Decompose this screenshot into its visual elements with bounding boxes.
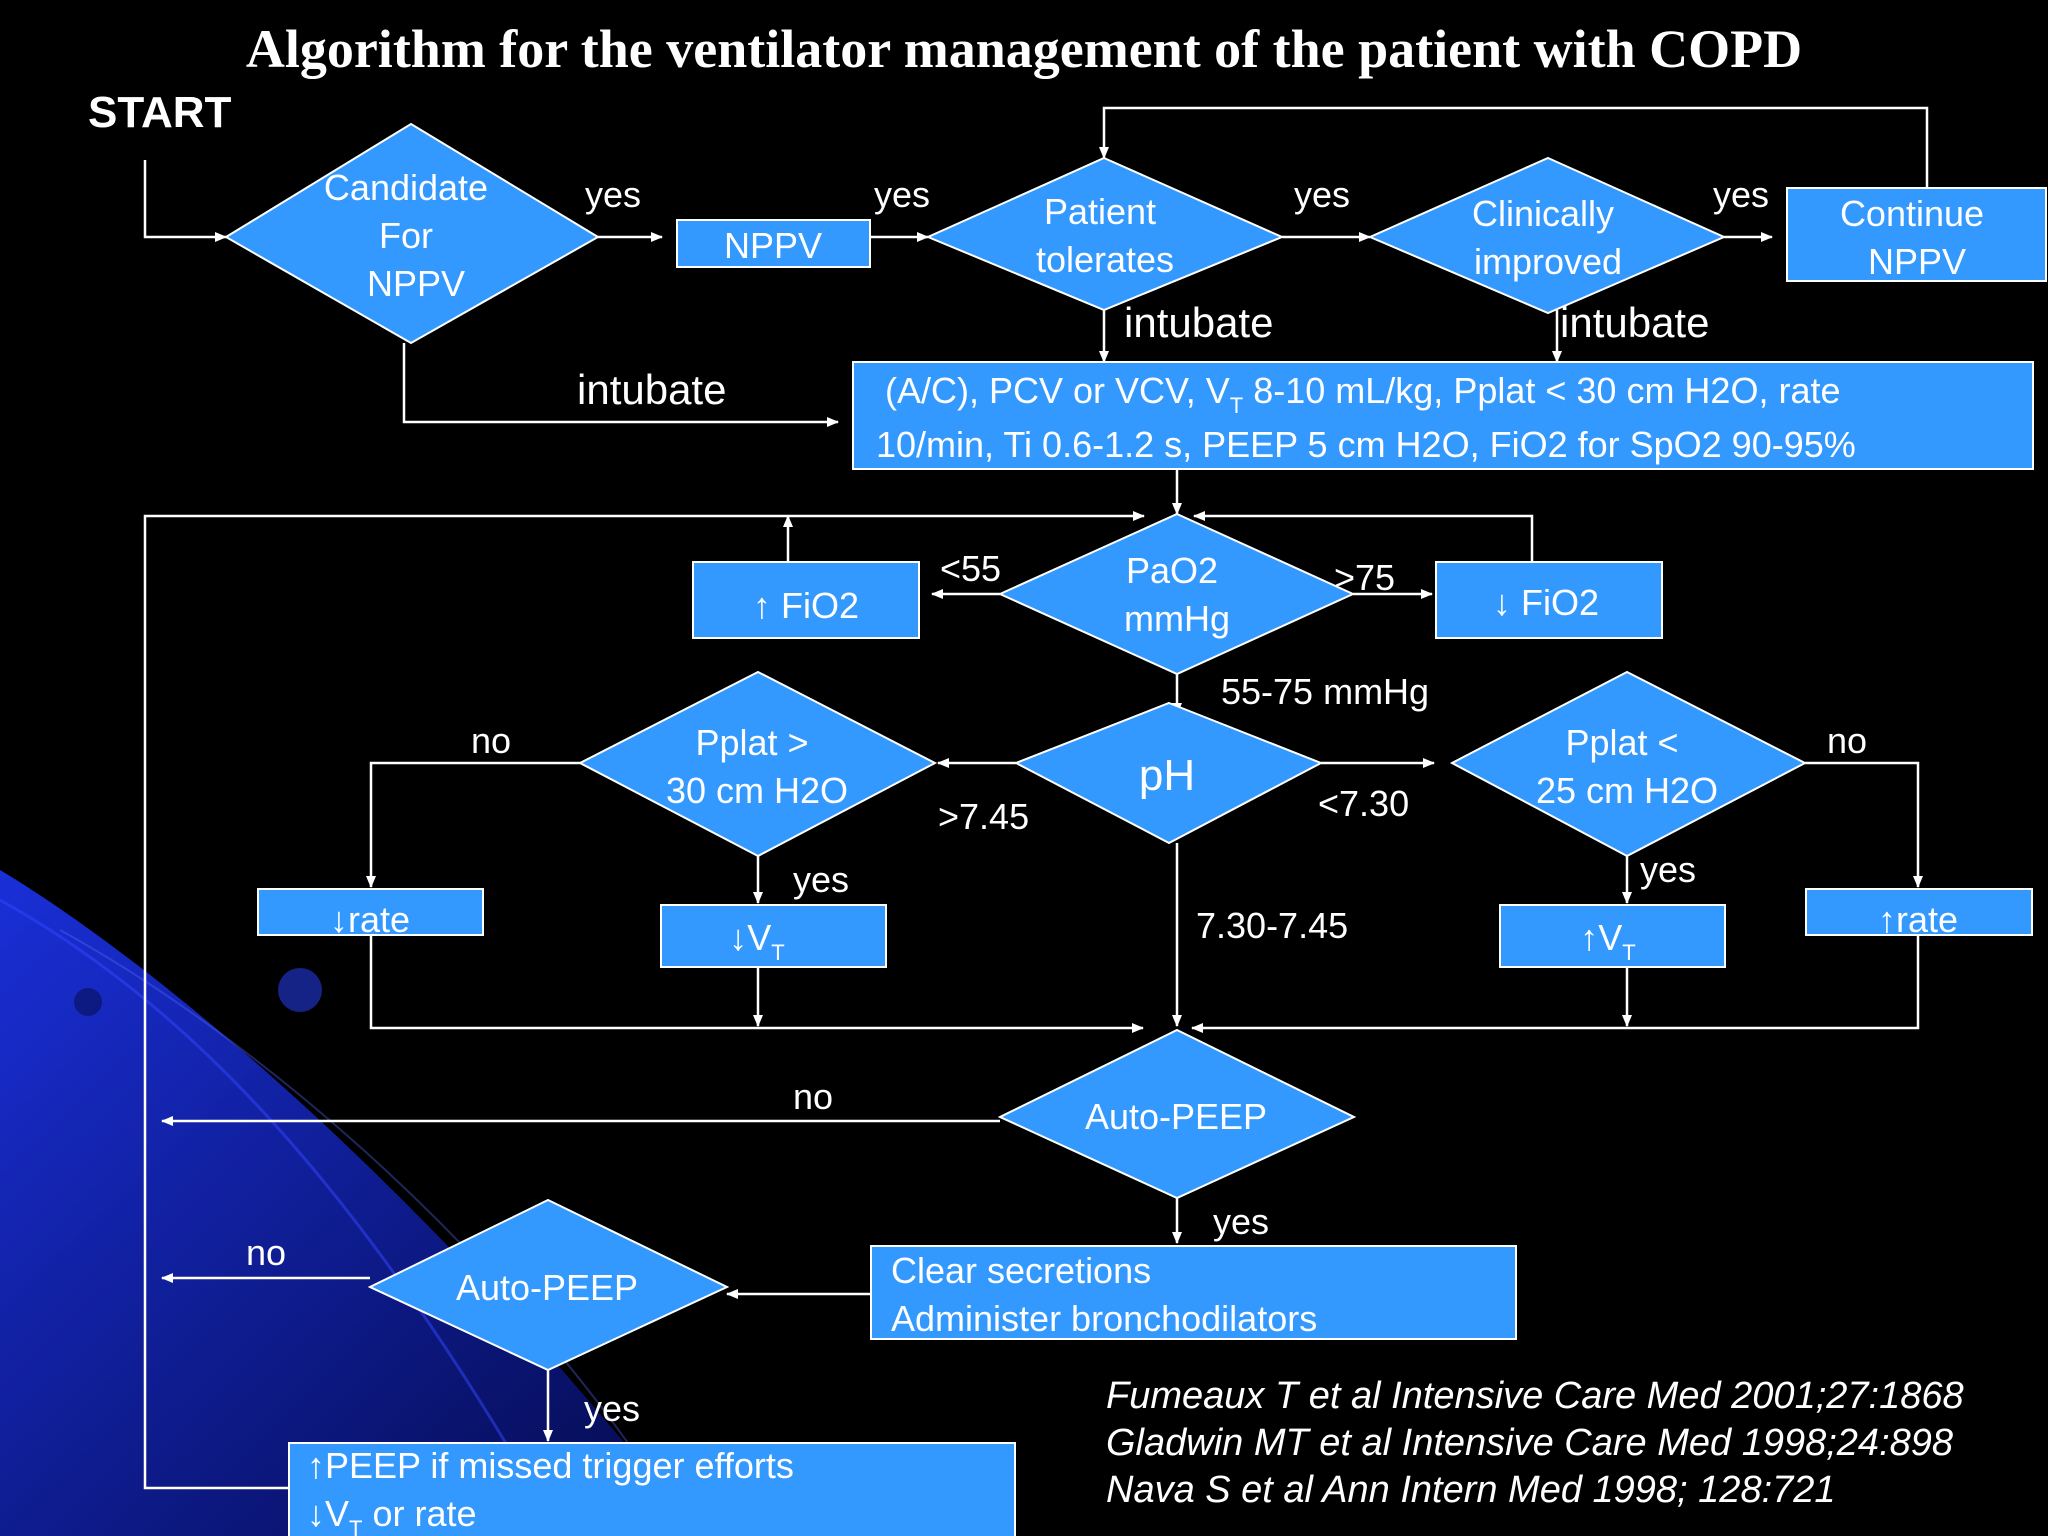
pplat-low-diamond <box>1449 670 1808 858</box>
auto-peep-diamond-2 <box>367 1198 730 1372</box>
edge-yes-tolerates: yes <box>1294 174 1350 215</box>
vt-increase-label: ↑VT <box>1580 917 1635 965</box>
auto-peep-diamond-1 <box>997 1028 1357 1200</box>
edge-pao2-range: 55-75 mmHg <box>1221 671 1429 712</box>
clinically-improved-diamond <box>1367 156 1727 315</box>
reference-2: Gladwin MT et al Intensive Care Med 1998… <box>1106 1422 1954 1464</box>
pao2-label: PaO2 mmHg <box>1124 550 1230 639</box>
clear-secretions-label: Clear secretions Administer bronchodilat… <box>891 1250 1317 1339</box>
reference-1: Fumeaux T et al Intensive Care Med 2001;… <box>1106 1375 1964 1417</box>
edge-pao2-high: >75 <box>1334 557 1395 598</box>
edge-yes-pplat-low: yes <box>1640 849 1696 890</box>
edge-labels: yes yes yes yes intubate intubate intuba… <box>246 174 1867 1429</box>
patient-tolerates-diamond <box>925 156 1285 312</box>
page-title: Algorithm for the ventilator management … <box>245 19 1803 79</box>
start-label: START <box>88 88 232 137</box>
final-adjust-line1: ↑PEEP if missed trigger efforts <box>307 1445 794 1486</box>
final-adjust-box <box>288 1442 1016 1536</box>
clinically-improved-label: Clinically improved <box>1472 193 1624 282</box>
ph-label: pH <box>1139 751 1195 800</box>
edge-no-pplat-low: no <box>1827 720 1867 761</box>
edge-ph-high: >7.45 <box>938 796 1029 837</box>
edge-intubate-candidate: intubate <box>577 366 726 413</box>
initial-settings-line1: (A/C), PCV or VCV, VT 8-10 mL/kg, Pplat … <box>885 370 1841 418</box>
rate-increase-label: ↑rate <box>1878 899 1958 940</box>
edge-yes-nppv: yes <box>874 174 930 215</box>
edge-yes-candidate: yes <box>585 174 641 215</box>
edge-no-pplat-high: no <box>471 720 511 761</box>
candidate-nppv-label: Candidate For NPPV <box>324 167 498 304</box>
edge-no-auto-peep-1: no <box>793 1076 833 1117</box>
nppv-label: NPPV <box>724 225 822 266</box>
vt-decrease-box <box>660 904 887 968</box>
auto-peep-label-2: Auto-PEEP <box>456 1267 638 1308</box>
edge-yes-improved: yes <box>1713 174 1769 215</box>
edge-yes-pplat-high: yes <box>793 859 849 900</box>
candidate-nppv-diamond <box>224 122 600 345</box>
auto-peep-label-1: Auto-PEEP <box>1085 1096 1267 1137</box>
connectors <box>143 106 1929 1490</box>
pplat-high-diamond <box>577 670 938 858</box>
fio2-increase-box <box>692 561 920 639</box>
clear-secretions-box <box>870 1245 1517 1340</box>
fio2-decrease-label: ↓ FiO2 <box>1493 582 1599 623</box>
edge-pao2-low: <55 <box>940 548 1001 589</box>
initial-settings-box <box>852 361 2034 470</box>
rate-decrease-box <box>257 888 484 936</box>
final-adjust-line2: ↓VT or rate <box>307 1493 477 1536</box>
references: Fumeaux T et al Intensive Care Med 2001;… <box>1106 1373 1964 1514</box>
pplat-high-label: Pplat > 30 cm H2O <box>666 722 848 811</box>
pao2-diamond <box>997 512 1356 676</box>
vt-increase-box <box>1499 904 1726 968</box>
patient-tolerates-label: Patient tolerates <box>1036 191 1174 280</box>
edge-intubate-improved: intubate <box>1560 299 1709 346</box>
edge-ph-range: 7.30-7.45 <box>1196 905 1348 946</box>
continue-nppv-box <box>1786 187 2047 282</box>
rate-decrease-label: ↓rate <box>330 899 410 940</box>
fio2-decrease-box <box>1435 561 1663 639</box>
vt-decrease-label: ↓VT <box>729 917 784 965</box>
initial-settings-line2: 10/min, Ti 0.6-1.2 s, PEEP 5 cm H2O, FiO… <box>876 424 1856 465</box>
pplat-low-label: Pplat < 25 cm H2O <box>1536 722 1718 811</box>
nppv-box <box>676 219 871 268</box>
edge-ph-low: <7.30 <box>1318 783 1409 824</box>
ph-diamond <box>1013 701 1324 845</box>
edge-yes-auto-peep-1: yes <box>1213 1201 1269 1242</box>
edge-intubate-tolerates: intubate <box>1124 299 1273 346</box>
continue-nppv-label: Continue NPPV <box>1840 193 1994 282</box>
edge-yes-auto-peep-2: yes <box>584 1388 640 1429</box>
rate-increase-box <box>1805 888 2033 936</box>
reference-3: Nava S et al Ann Intern Med 1998; 128:72… <box>1106 1469 1836 1511</box>
edge-no-auto-peep-2: no <box>246 1232 286 1273</box>
fio2-increase-label: ↑ FiO2 <box>753 585 859 626</box>
